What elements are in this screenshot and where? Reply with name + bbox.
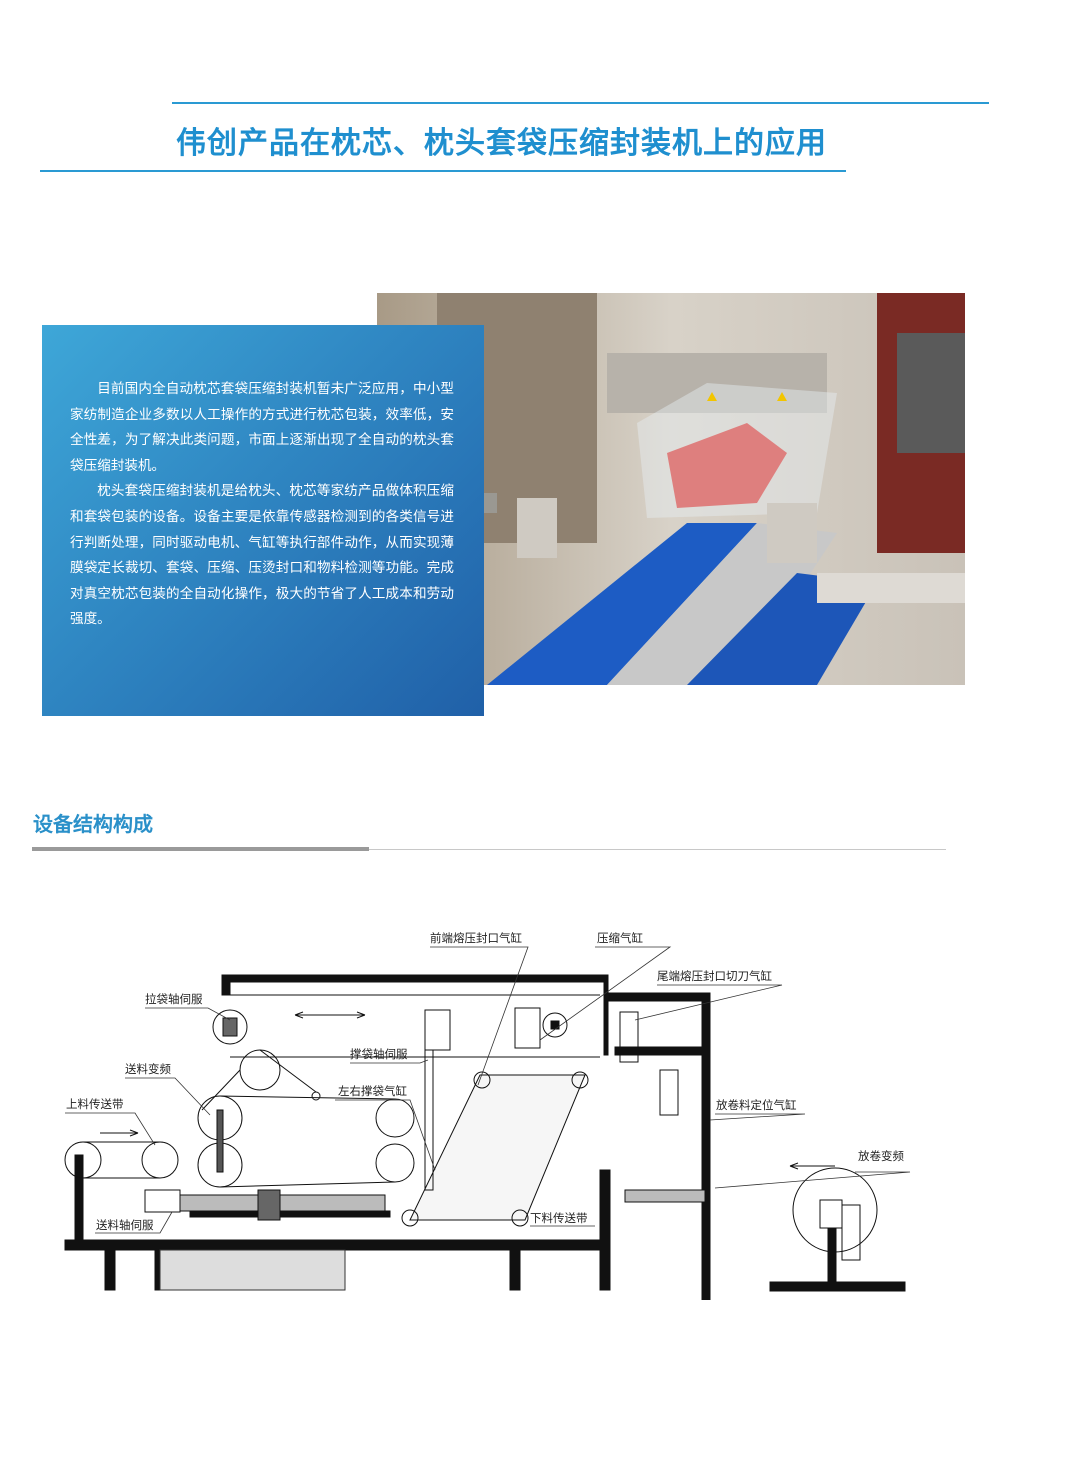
page-title: 伟创产品在枕芯、枕头套袋压缩封装机上的应用 xyxy=(176,126,827,161)
label-compress-cylinder: 压缩气缸 xyxy=(597,931,643,945)
label-open-bag-servo: 撑袋轴伺服 xyxy=(350,1047,408,1061)
section-rule-accent xyxy=(32,847,369,851)
label-out-conveyor: 下料传送带 xyxy=(530,1211,588,1225)
section-rule xyxy=(369,849,946,850)
intro-paragraph: 枕头套袋压缩封装机是给枕头、枕芯等家纺产品做体积压缩和套袋包装的设备。设备主要是… xyxy=(70,483,454,628)
label-lr-bag-cylinder: 左右撑袋气缸 xyxy=(338,1084,407,1098)
label-unwind-vfd: 放卷变频 xyxy=(858,1149,904,1163)
intro-text-box: 目前国内全自动枕芯套袋压缩封装机暂未广泛应用，中小型家纺制造企业多数以人工操作的… xyxy=(42,325,484,716)
title-top-rule xyxy=(172,102,989,104)
label-feed-vfd: 送料变频 xyxy=(125,1062,171,1076)
title-bottom-rule xyxy=(40,170,846,172)
label-feed-servo: 送料轴伺服 xyxy=(96,1218,154,1232)
structure-diagram: 前端熔压封口气缸 压缩气缸 尾端熔压封口切刀气缸 拉袋轴伺服 撑袋轴伺服 送料变… xyxy=(60,920,920,1301)
label-in-conveyor: 上料传送带 xyxy=(66,1097,124,1111)
machine-photo xyxy=(377,293,965,685)
label-unwind-position-cylinder: 放卷料定位气缸 xyxy=(716,1098,797,1112)
label-tail-seal-cylinder: 尾端熔压封口切刀气缸 xyxy=(657,969,772,983)
intro-paragraph: 目前国内全自动枕芯套袋压缩封装机暂未广泛应用，中小型家纺制造企业多数以人工操作的… xyxy=(70,381,454,474)
section-title: 设备结构构成 xyxy=(33,812,153,836)
label-pull-bag-servo: 拉袋轴伺服 xyxy=(145,992,203,1006)
label-front-seal-cylinder: 前端熔压封口气缸 xyxy=(430,931,522,945)
